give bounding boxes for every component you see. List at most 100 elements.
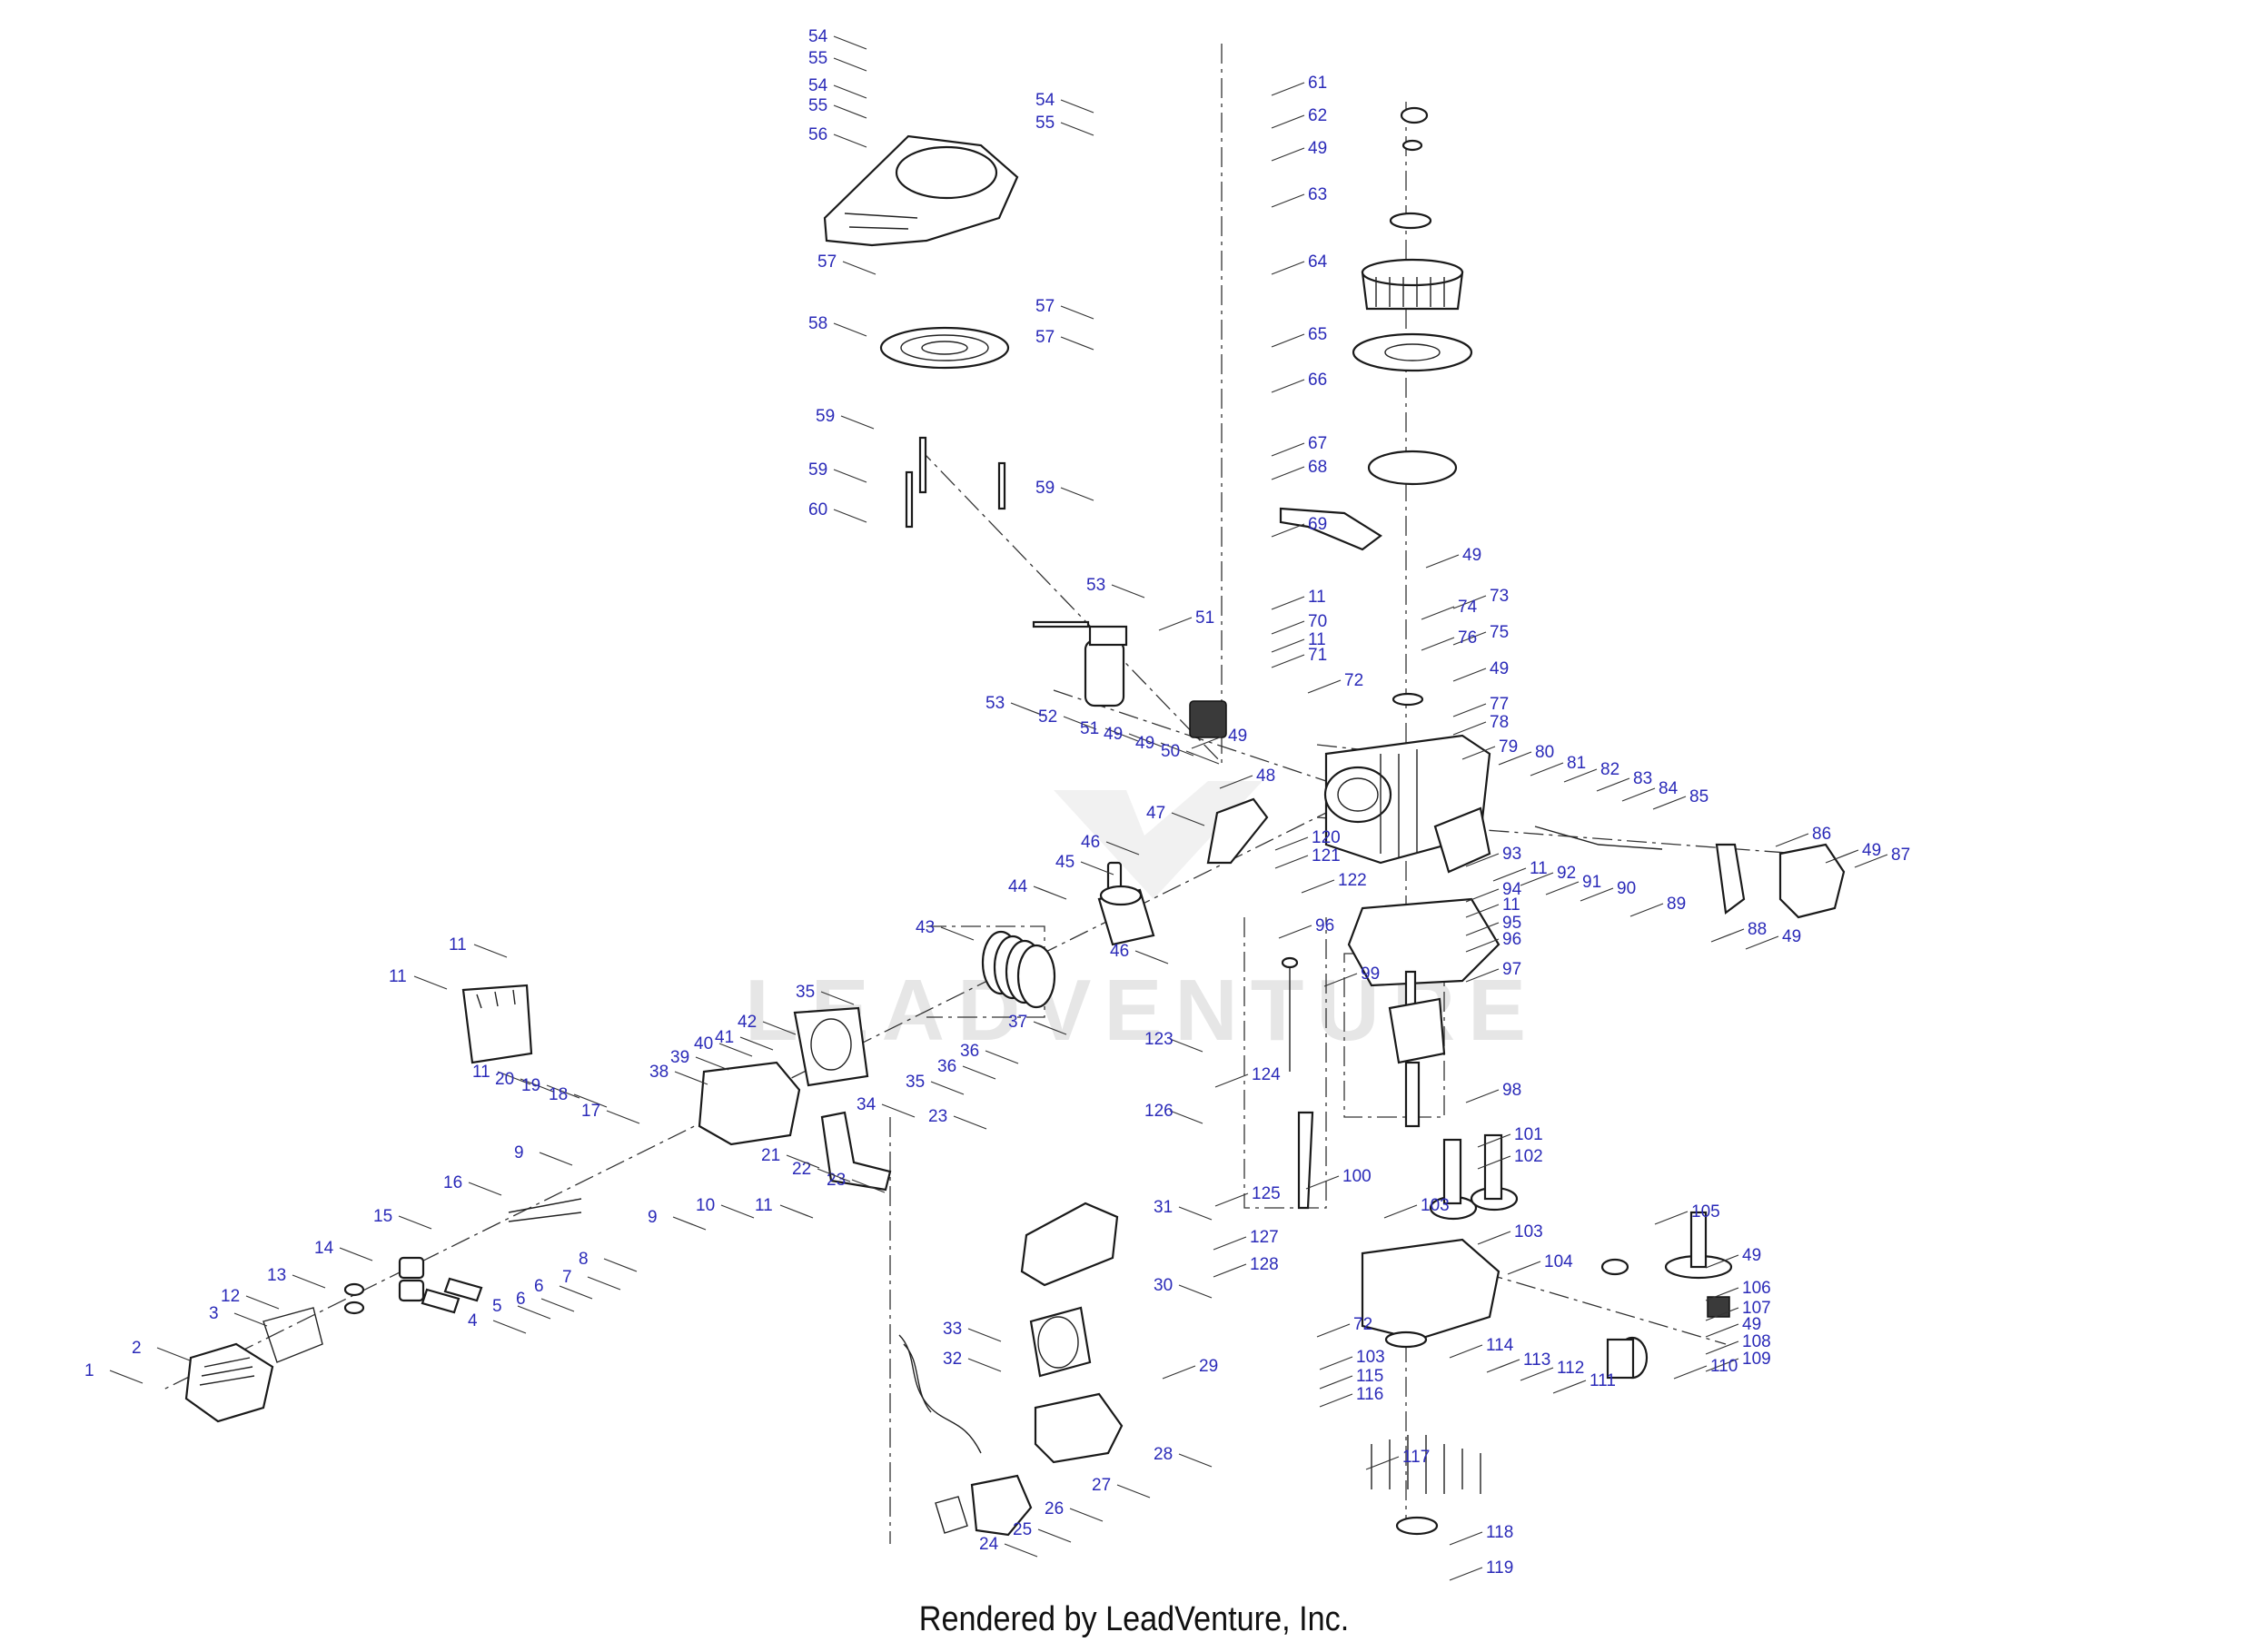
callout-68: 68 — [1271, 458, 1327, 480]
callout-55: 55 — [808, 96, 867, 119]
callout-25: 25 — [1013, 1520, 1072, 1543]
cylinder-head — [698, 1006, 869, 1146]
callout-number: 123 — [1144, 1030, 1174, 1049]
callout-106: 106 — [1705, 1279, 1771, 1301]
callout-87: 87 — [1854, 846, 1910, 868]
callout-number: 49 — [1782, 927, 1801, 946]
callout-number: 111 — [1590, 1371, 1616, 1390]
callout-number: 73 — [1490, 587, 1509, 606]
callout-51: 51 — [1158, 608, 1214, 631]
callout-15: 15 — [373, 1207, 432, 1230]
callout-11: 11 — [1271, 588, 1326, 610]
callout-number: 113 — [1523, 1350, 1550, 1370]
callout-46: 46 — [1081, 833, 1140, 856]
oil-filter — [1606, 1336, 1649, 1380]
callout-number: 60 — [808, 500, 827, 519]
callout-108: 108 — [1705, 1332, 1771, 1355]
callout-number: 78 — [1490, 713, 1509, 732]
callout-88: 88 — [1710, 920, 1767, 943]
callout-number: 109 — [1742, 1350, 1771, 1369]
callout-19: 19 — [521, 1076, 580, 1099]
callout-number: 95 — [1502, 914, 1521, 933]
callout-number: 110 — [1710, 1357, 1738, 1376]
callout-66: 66 — [1271, 371, 1327, 393]
callout-number: 54 — [1035, 91, 1055, 110]
wiring-harness — [898, 1334, 982, 1454]
callout-number: 105 — [1691, 1202, 1720, 1222]
callout-number: 93 — [1502, 845, 1521, 864]
callout-49: 49 — [1825, 841, 1881, 864]
governor-linkage — [1433, 806, 1846, 919]
callout-number: 128 — [1250, 1255, 1279, 1274]
callout-number: 66 — [1308, 371, 1327, 390]
cylinder-baffle — [461, 984, 533, 1064]
callout-96: 96 — [1278, 916, 1334, 939]
callout-101: 101 — [1477, 1125, 1543, 1148]
callout-24: 24 — [979, 1535, 1038, 1558]
callout-118: 118 — [1449, 1523, 1513, 1546]
valve-cover — [184, 1307, 323, 1423]
callout-number: 49 — [1104, 725, 1123, 744]
dipstick — [1281, 956, 1314, 1210]
callout-73: 73 — [1452, 587, 1509, 609]
callout-70: 70 — [1271, 612, 1327, 635]
callout-number: 94 — [1502, 880, 1522, 899]
callout-92: 92 — [1520, 864, 1576, 886]
callout-number: 76 — [1458, 628, 1477, 648]
callout-number: 53 — [985, 694, 1005, 713]
callout-107: 107 — [1705, 1299, 1771, 1321]
callout-122: 122 — [1301, 871, 1367, 894]
callout-34: 34 — [857, 1095, 916, 1118]
callout-number: 23 — [827, 1171, 846, 1190]
callout-number: 33 — [943, 1320, 962, 1339]
callout-number: 57 — [1035, 297, 1055, 316]
callout-number: 35 — [796, 983, 815, 1002]
callout-94: 94 — [1465, 880, 1522, 903]
sump-bolts — [1371, 1435, 1481, 1536]
callout-114: 114 — [1449, 1336, 1514, 1359]
callout-number: 55 — [808, 96, 827, 115]
callout-27: 27 — [1092, 1476, 1151, 1499]
callout-number: 32 — [943, 1350, 962, 1369]
callout-20: 20 — [495, 1070, 554, 1093]
callout-number: 96 — [1315, 916, 1334, 935]
callout-number: 46 — [1110, 942, 1129, 961]
callout-50: 50 — [1161, 742, 1220, 765]
assembly-axes — [163, 44, 1799, 1544]
callout-82: 82 — [1563, 760, 1619, 783]
callout-number: 54 — [808, 76, 828, 95]
callout-number: 114 — [1486, 1336, 1514, 1355]
flywheel-assembly — [1279, 106, 1473, 551]
callout-number: 98 — [1502, 1081, 1521, 1100]
callout-51: 51 — [1080, 719, 1139, 742]
footer-credit: Rendered by LeadVenture, Inc. — [918, 1600, 1350, 1638]
callout-6: 6 — [516, 1290, 575, 1312]
callout-number: 88 — [1748, 920, 1767, 939]
callout-number: 5 — [492, 1297, 502, 1316]
studs — [905, 436, 1006, 529]
callout-number: 10 — [696, 1196, 715, 1215]
callout-number: 43 — [916, 918, 935, 937]
callout-30: 30 — [1154, 1276, 1213, 1299]
callout-102: 102 — [1477, 1147, 1543, 1170]
callout-number: 9 — [514, 1143, 524, 1162]
callout-120: 120 — [1274, 828, 1341, 851]
callout-124: 124 — [1214, 1065, 1281, 1088]
callout-64: 64 — [1271, 252, 1328, 275]
callout-44: 44 — [1008, 877, 1067, 900]
callout-number: 6 — [534, 1277, 544, 1296]
callout-103: 103 — [1477, 1222, 1543, 1245]
callout-number: 115 — [1356, 1367, 1383, 1386]
callout-number: 59 — [808, 460, 827, 480]
callout-number: 81 — [1567, 754, 1586, 773]
callout-97: 97 — [1465, 960, 1521, 983]
callout-45: 45 — [1055, 853, 1114, 875]
callout-number: 63 — [1308, 185, 1327, 204]
callout-39: 39 — [670, 1048, 729, 1071]
callout-number: 50 — [1161, 742, 1180, 761]
callout-number: 53 — [1086, 576, 1105, 595]
callout-105: 105 — [1654, 1202, 1720, 1225]
callout-95: 95 — [1465, 914, 1521, 936]
callout-number: 108 — [1742, 1332, 1771, 1351]
callout-number: 49 — [1490, 659, 1509, 678]
